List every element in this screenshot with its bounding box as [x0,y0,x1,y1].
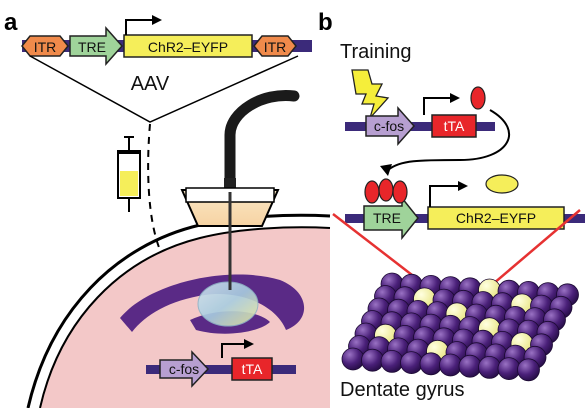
bound-tta-protein [364,180,380,204]
cfos-arrow [365,106,416,146]
optical-fiber-implant [180,90,300,290]
chr2-eyfp-box [427,206,565,230]
tre-arrow [363,195,419,241]
neuron [517,358,540,382]
transcription-arrowhead-icon [152,15,162,25]
neuron [439,353,462,377]
transcription-arrowhead-icon [458,181,468,191]
chr2-eyfp-label: ChR2–EYFP [456,210,536,226]
tre-label: TRE [373,210,401,226]
syringe-icon [117,136,141,212]
neuron [419,352,443,376]
dna-strand [345,122,495,131]
bound-tta-protein [378,178,394,202]
tta-box [431,114,477,138]
dentate-gyrus-neurons [341,272,579,382]
neuron [400,351,423,375]
cfos-label: c-fos [169,361,199,377]
neuron [361,348,384,372]
transcription-arrowhead-icon [244,339,254,349]
tta-protein [470,86,486,110]
skull-outline [26,213,331,408]
dna-strand [146,365,296,374]
tta-label: tTA [444,118,465,134]
tre-chr2-construct-b: TRE ChR2–EYFP [345,174,585,241]
tta-box [231,357,273,381]
tta-binding-arrowhead-icon [380,164,392,176]
tre-arrow [69,26,124,66]
neuron [458,354,482,378]
bound-tta-protein [392,180,408,204]
tta-label: tTA [242,361,263,377]
chr2-eyfp-box [123,34,253,58]
dentate-gyrus-label: Dentate gyrus [340,379,465,401]
itr-left-label: ITR [34,39,57,55]
aav-construct: ITR TRE ChR2–EYFP ITR [21,15,312,66]
itr-right-element [253,35,297,57]
brain-section [26,213,331,408]
aav-label: AAV [131,73,170,95]
chr2-protein [485,174,519,194]
fiber-cable [224,90,300,190]
transcription-arrow-icon [429,185,460,207]
hippocampus [120,274,305,332]
training-label: Training [340,41,412,63]
infection-area [197,281,259,327]
cfos-label: c-fos [374,118,404,134]
cfos-tta-construct-a: c-fos tTA [146,339,296,388]
neuron [497,357,521,381]
transcription-arrow-icon [423,97,452,115]
transcription-arrow-icon [125,19,154,35]
tta-binding-arrow [387,109,510,171]
cfos-arrow [159,350,210,388]
cfos-tta-construct-b: c-fos tTA [345,86,495,146]
neuron [341,347,365,371]
neuron [478,355,501,379]
panel-b-label: b [318,9,333,36]
neuron [380,349,404,373]
transcription-arrowhead-icon [450,93,460,103]
lightning-bolt-icon [351,69,390,119]
itr-right-label: ITR [264,39,287,55]
chr2-eyfp-label: ChR2–EYFP [148,39,228,55]
itr-left-element [21,35,69,57]
transcription-arrow-icon [221,343,246,358]
tissue-outline [39,226,331,408]
tre-label: TRE [78,39,106,55]
panel-a-label: a [4,9,18,36]
aav-cone-lines [29,55,299,123]
